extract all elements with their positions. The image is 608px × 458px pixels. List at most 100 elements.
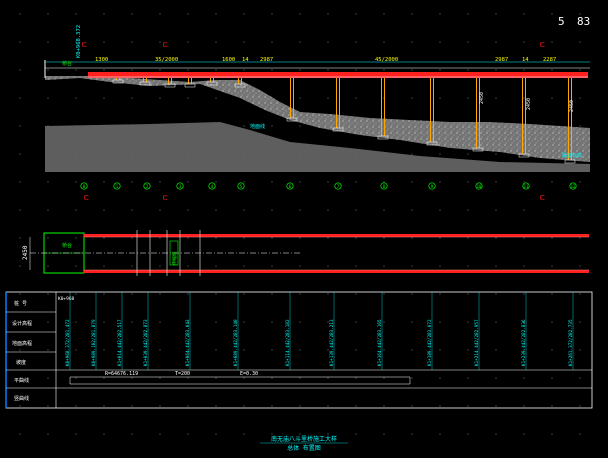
pier-marker-12: 12: [569, 182, 577, 190]
station-col-6: K1+114.442/283.182: [285, 292, 291, 370]
pier-marker-label-1: 1: [116, 184, 119, 189]
abutment-label: 桥台: [62, 60, 72, 67]
plan-width-label: 2450: [22, 245, 29, 260]
dim-label-5: 2987: [260, 57, 273, 63]
pier-9: [426, 78, 438, 146]
piers-group: [112, 78, 576, 164]
pier-8: [377, 78, 389, 140]
hz-curve-e: E=0.30: [240, 371, 258, 377]
section-mark-right-bottom: ⊏: [540, 193, 545, 202]
station-col-1: K0+989.102/281.879: [91, 292, 97, 370]
dim-label-7: 2987: [495, 57, 508, 63]
pier-marker-9: 9: [428, 182, 436, 190]
profile-table: 桩 号 设计高程 地面高程 坡度 平曲线 竖曲线 K0+968 K0+968.3…: [5, 291, 593, 409]
dim-label-9: 2287: [543, 57, 556, 63]
pier-marker-label-5: 5: [240, 184, 243, 189]
pier-marker-3: 3: [176, 182, 184, 190]
bridge-deck-bottom: [88, 76, 588, 78]
station-col-7: K1+139.442/283.213: [329, 292, 335, 370]
pier-12: [564, 78, 576, 164]
pier-height-1: 2450: [479, 92, 485, 104]
pier-marker-label-6: 6: [289, 184, 292, 189]
station-label-7: K1+139.442/283.213: [329, 319, 335, 366]
pier-height-3: 2450: [569, 100, 575, 112]
pier-marker-label-4: 4: [211, 184, 214, 189]
station-label-8: K1+164.442/283.165: [377, 319, 383, 366]
dim-label-8: 14: [522, 57, 529, 63]
plan-abutment-label: 桥台: [62, 242, 72, 249]
plan-breaks: [136, 230, 201, 276]
pier-marker-10: 10: [475, 182, 483, 190]
row-label-design: 设计高程: [12, 320, 32, 327]
section-mark-center: ⊏: [163, 40, 168, 49]
sheet-number: 5: [558, 15, 565, 28]
dim-label-3: 1600: [222, 57, 235, 63]
pier-marker-1: 1: [113, 182, 121, 190]
bridge-deck: [88, 72, 588, 76]
row-label-ground: 地面高程: [12, 340, 32, 347]
row-label-hz: 平曲线: [14, 377, 29, 384]
row-label-station: 桩 号: [14, 300, 27, 307]
pier-marker-label-0: 0: [83, 184, 86, 189]
pier-marker-label-12: 12: [571, 184, 576, 189]
station-label-12: K1+261.372/282.735: [568, 319, 574, 366]
station-label-6: K1+114.442/283.182: [285, 319, 291, 366]
first-station: K0+968: [58, 296, 75, 302]
pier-6: [286, 78, 298, 122]
station-label-2: K1+014.442/282.517: [117, 319, 123, 366]
pier-marker-8: 8: [380, 182, 388, 190]
station-label-4: K1+064.442/283.043: [185, 319, 191, 366]
drawing-subtitle: 总体 布置图: [287, 444, 321, 452]
pier-marker-label-10: 10: [477, 184, 482, 189]
station-col-10: K1+214.442/282.957: [474, 292, 480, 370]
terrain-hatch: [45, 76, 590, 162]
hz-curve-r: R=64676.119: [105, 371, 138, 377]
pier-marker-5: 5: [237, 182, 245, 190]
right-label: 路面标高: [562, 152, 582, 159]
drawing-title: 南无庙八斗里桥施工大样: [271, 435, 337, 443]
pier-5: [234, 78, 246, 88]
pier-1: [139, 78, 151, 86]
section-mark-center-bottom: ⊏: [163, 193, 168, 202]
pier-marker-label-3: 3: [179, 184, 182, 189]
hz-curve-t: T=200: [175, 371, 190, 377]
station-col-4: K1+064.442/283.043: [185, 292, 191, 370]
pier-marker-0: 0: [80, 182, 88, 190]
pier-marker-2: 2: [143, 182, 151, 190]
station-col-2: K1+014.442/282.517: [117, 292, 123, 370]
pier-marker-label-11: 11: [524, 184, 529, 189]
pier-marker-7: 7: [334, 182, 342, 190]
pier-height-2: 2450: [526, 98, 532, 110]
pier-marker-6: 6: [286, 182, 294, 190]
dim-label-4: 14: [242, 57, 249, 63]
sheet-total: 83: [577, 15, 590, 28]
background-grid: [19, 13, 581, 435]
section-mark-left-bottom: ⊏: [84, 193, 89, 202]
ground-line: [45, 122, 590, 172]
dim-label-1: 1300: [95, 57, 108, 63]
dim-label-2: 35/2000: [155, 57, 178, 63]
dim-label-6: 45/2000: [375, 57, 398, 63]
row-label-slope: 坡度: [16, 359, 26, 366]
pier-marker-label-9: 9: [431, 184, 434, 189]
pier-marker-11: 11: [522, 182, 530, 190]
plan-joint-label: 伸缩缝: [171, 251, 178, 265]
pier-7: [332, 78, 344, 132]
pier-11: [518, 78, 530, 158]
station-label-9: K1+189.442/283.072: [427, 319, 433, 366]
pier-10: [472, 78, 484, 152]
station-label-5: K1+089.442/283.140: [233, 319, 239, 366]
station-col-9: K1+189.442/283.072: [427, 292, 433, 370]
pier-3: [184, 78, 196, 88]
station-col-5: K1+089.442/283.140: [233, 292, 239, 370]
pier-4: [206, 78, 218, 86]
pier-marker-label-7: 7: [337, 184, 340, 189]
station-col-8: K1+164.442/283.165: [377, 292, 383, 370]
row-label-vt: 竖曲线: [14, 395, 29, 402]
plan-edge-bottom: [84, 270, 589, 273]
station-col-3: K1+039.442/282.873: [143, 292, 149, 370]
station-label-3: K1+039.442/282.873: [143, 319, 149, 366]
